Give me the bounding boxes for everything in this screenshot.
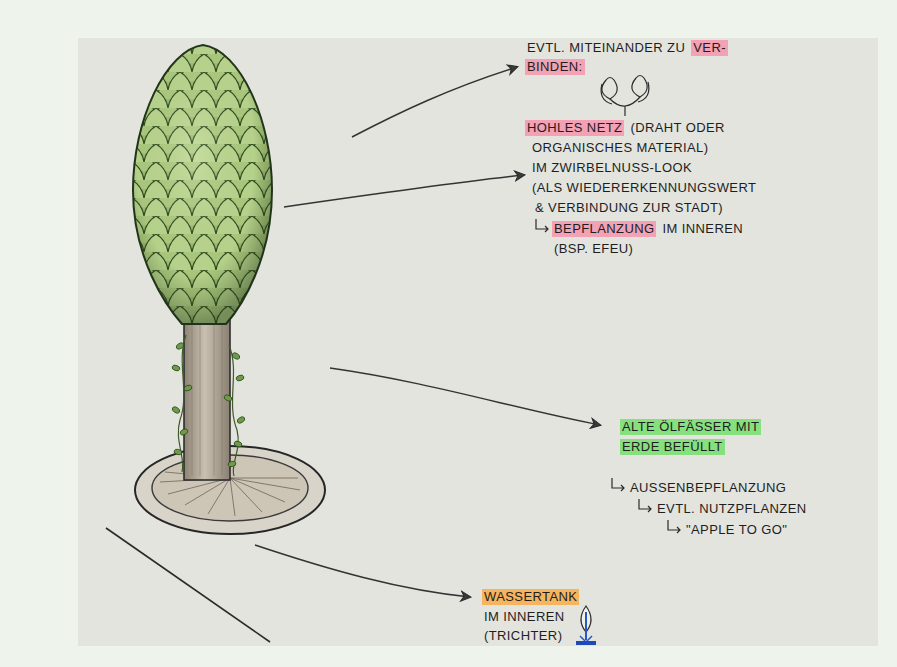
- ivy: [171, 406, 181, 415]
- handwritten-note: (ALS WIEDERERKENNUNGSWERT: [530, 180, 758, 196]
- handwritten-note: ORGANISCHES MATERIAL): [530, 140, 710, 156]
- handwritten-note: IM INNEREN: [482, 609, 567, 625]
- ivy: [227, 460, 236, 467]
- pinecone-net: [133, 45, 272, 324]
- leader-arrows: [352, 67, 517, 137]
- ivy: [235, 374, 244, 382]
- connection-sketch: [602, 78, 617, 100]
- ivy: [183, 384, 192, 392]
- sub-arrows: [612, 478, 624, 491]
- handwritten-note: (BSP. EFEU): [552, 241, 635, 257]
- leader-arrows: [284, 175, 524, 207]
- ivy: [231, 352, 241, 361]
- ivy: [236, 416, 246, 425]
- ivy: [175, 342, 185, 351]
- connection-sketch: [632, 76, 647, 98]
- handwritten-note: "APPLE TO GO": [684, 522, 789, 538]
- ivy: [223, 394, 232, 402]
- ivy: [179, 428, 188, 436]
- handwritten-note: EVTL. NUTZPFLANZEN: [655, 501, 809, 517]
- ivy: [171, 335, 246, 476]
- ivy: [171, 364, 180, 372]
- handwritten-note: EVTL. MITEINANDER ZU: [525, 40, 687, 56]
- pinecone-net: [133, 45, 272, 324]
- handwritten-note: AUSSENBEPFLANZUNG: [628, 480, 788, 496]
- connection-sketch: [601, 82, 649, 104]
- pinecone-net: [133, 45, 272, 324]
- sub-arrows: [536, 219, 548, 232]
- leader-arrows: [330, 368, 600, 425]
- ivy: [229, 345, 238, 476]
- highlighted-note: VER-: [691, 40, 728, 56]
- sub-arrows: [668, 520, 680, 533]
- tank-sketch: [585, 612, 587, 640]
- tank-sketch: [576, 641, 596, 645]
- handwritten-note: (DRAHT ODER: [628, 120, 726, 136]
- highlighted-note: BEPFLANZUNG: [552, 221, 656, 237]
- handwritten-note: IM INNEREN: [660, 221, 745, 237]
- stem: [192, 325, 222, 476]
- highlighted-note: ERDE BEFÜLLT: [620, 439, 725, 455]
- highlighted-note: ALTE ÖLFÄSSER MIT: [620, 419, 761, 435]
- handwritten-note: (TRICHTER): [482, 628, 564, 644]
- stem: [184, 318, 230, 480]
- leader-arrows: [255, 545, 470, 597]
- ground-line: [106, 528, 270, 642]
- ivy: [233, 440, 242, 448]
- highlighted-note: BINDEN:: [525, 59, 585, 75]
- highlighted-note: HOHLES NETZ: [525, 120, 624, 136]
- connection-sketch: [601, 76, 649, 117]
- connection-sketch: [624, 106, 625, 116]
- handwritten-note: & VERBINDUNG ZUR STADT): [533, 200, 725, 216]
- highlighted-note: WASSERTANK: [482, 589, 579, 605]
- connection-sketch: [610, 97, 640, 106]
- stem: [184, 318, 230, 480]
- handwritten-note: IM ZWIRBELNUSS-LOOK: [530, 160, 694, 176]
- planter-base: [152, 455, 308, 521]
- sub-arrows: [639, 499, 651, 512]
- photo-ground: [78, 38, 878, 646]
- ivy: [173, 448, 182, 455]
